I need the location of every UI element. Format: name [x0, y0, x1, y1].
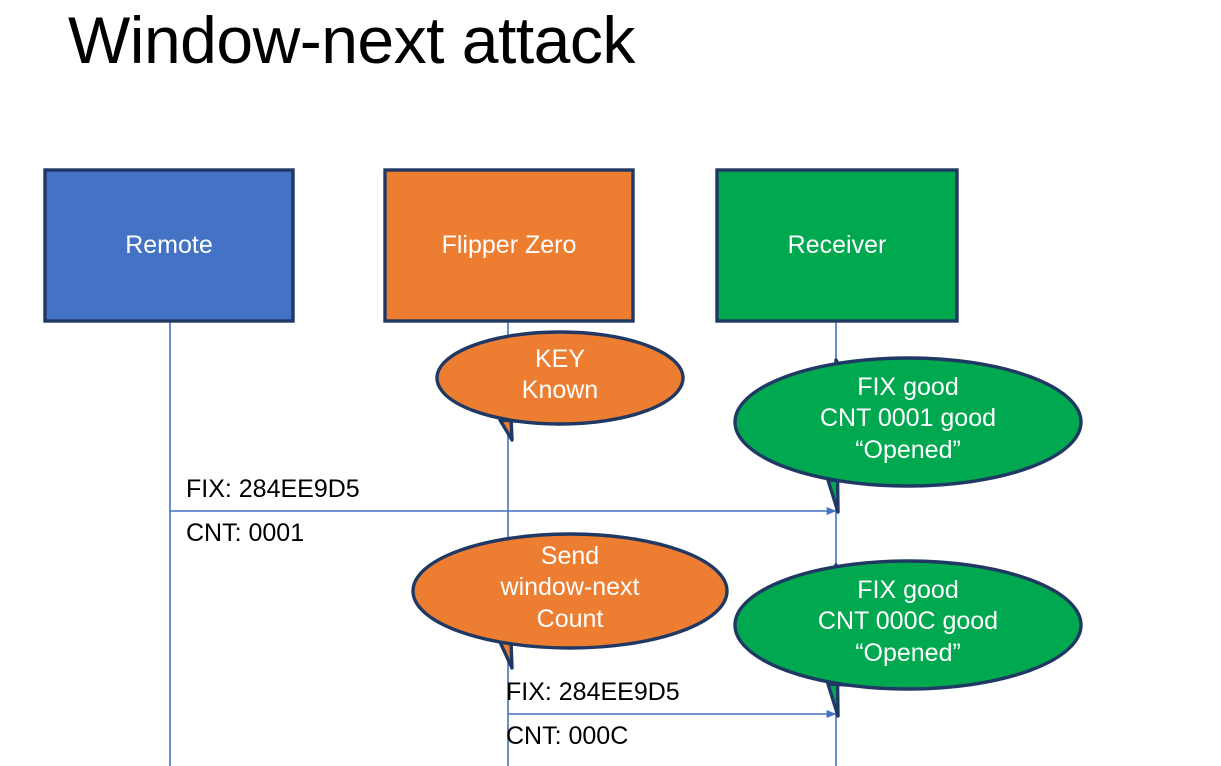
callout-send-window-next	[411, 532, 729, 670]
callout-body-key-known	[435, 330, 685, 426]
callout-body-send-window-next	[411, 532, 729, 650]
callout-body-receiver-ok-000c	[733, 559, 1083, 691]
callouts-layer	[411, 330, 1083, 718]
node-box-receiver[interactable]	[715, 168, 959, 323]
callout-receiver-ok-0001	[733, 356, 1083, 514]
node-box-flipper[interactable]	[383, 168, 635, 323]
node-box-remote[interactable]	[43, 168, 295, 323]
page-title: Window-next attack	[68, 3, 635, 77]
messages-layer	[170, 507, 837, 718]
callout-body-receiver-ok-0001	[733, 356, 1083, 488]
callout-key-known	[435, 330, 685, 442]
callout-receiver-ok-000c	[733, 559, 1083, 718]
nodes-layer	[43, 168, 959, 323]
